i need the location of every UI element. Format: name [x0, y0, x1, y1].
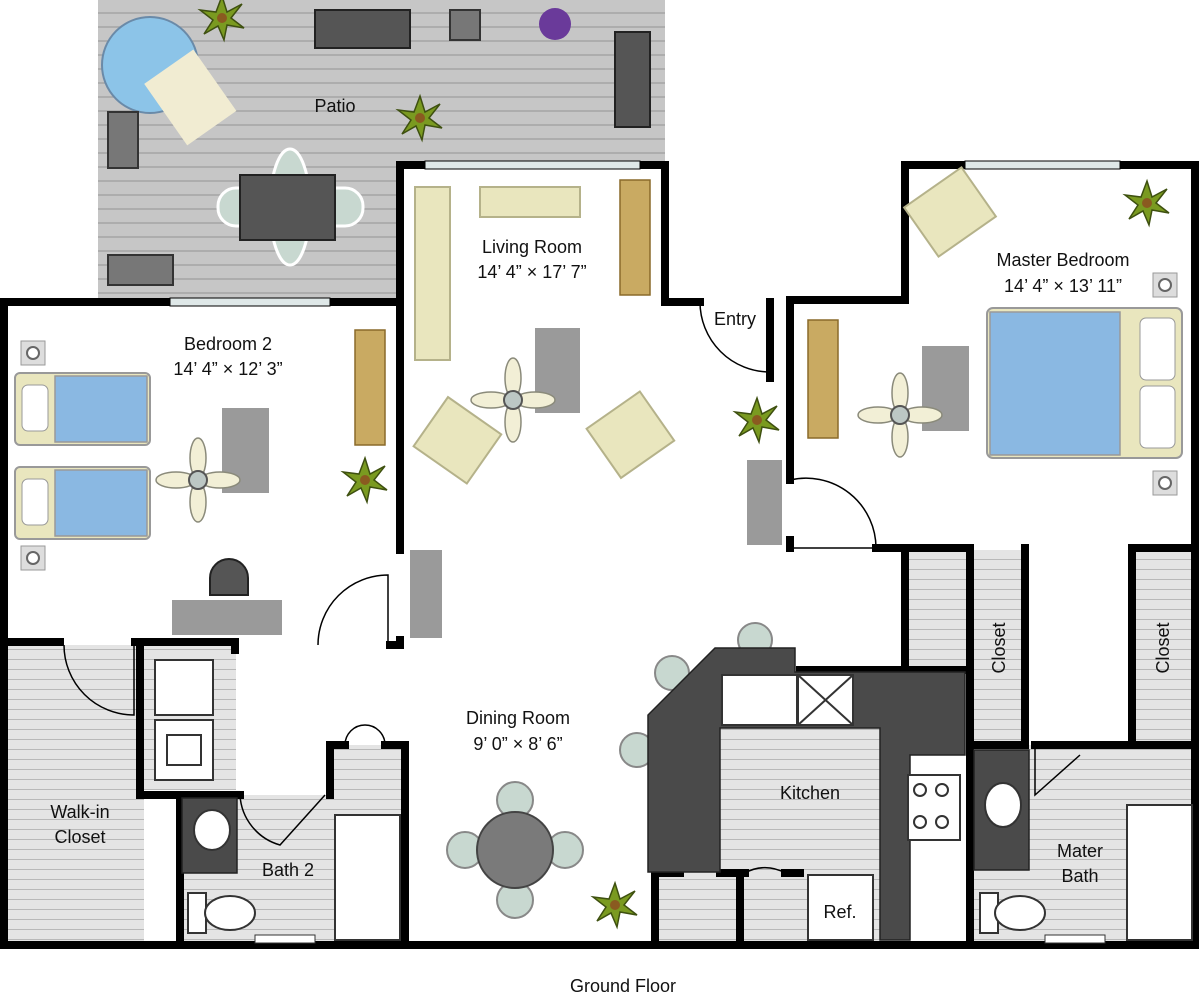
windows — [169, 160, 1121, 307]
bathtub — [334, 814, 401, 941]
lamp-icon — [20, 545, 46, 571]
washer-dryer — [154, 659, 214, 781]
lamp-icon — [1152, 470, 1178, 496]
walls — [0, 161, 1199, 949]
toilet-icon — [204, 895, 256, 931]
living-room-label: Living Room — [482, 237, 582, 257]
closet-label: Closet — [989, 622, 1009, 673]
patio-table — [239, 174, 336, 241]
walkin-closet-label-1: Walk-in — [50, 802, 109, 822]
toilet-icon — [994, 895, 1046, 931]
sofa — [414, 186, 451, 361]
dining-table — [446, 781, 584, 919]
kitchen-label: Kitchen — [780, 783, 840, 803]
living-room-furniture: Living Room 14’ 4” × 17’ 7” Entry — [410, 179, 782, 638]
bedroom-2-size: 14’ 4” × 12’ 3” — [173, 359, 282, 379]
patio: Patio — [98, 0, 665, 302]
tv-console — [354, 329, 386, 446]
flowers-icon — [539, 8, 571, 40]
master-bedroom-label: Master Bedroom — [996, 250, 1129, 270]
master-bedroom-size: 14’ 4” × 13’ 11” — [1004, 276, 1122, 296]
bed — [989, 311, 1121, 456]
refrigerator — [807, 874, 874, 941]
closet-label: Closet — [1153, 622, 1173, 673]
master-bedroom-furniture: Master Bedroom 14’ 4” × 13’ 11” — [807, 165, 1183, 496]
sink-icon — [984, 782, 1022, 828]
entry-label: Entry — [714, 309, 756, 329]
refrigerator-label: Ref. — [823, 902, 856, 922]
desk — [172, 600, 282, 635]
sink-icon — [193, 809, 231, 851]
walkin-closet-label-2: Closet — [54, 827, 105, 847]
bed — [54, 375, 148, 443]
bathtub — [1126, 804, 1193, 941]
patio-label: Patio — [314, 96, 355, 116]
dining-room-label: Dining Room — [466, 708, 570, 728]
master-bath-label-1: Mater — [1057, 841, 1103, 861]
bedroom-2-label: Bedroom 2 — [184, 334, 272, 354]
tv-console — [619, 179, 651, 296]
tv-console — [807, 319, 839, 439]
lamp-icon — [20, 340, 46, 366]
floor-title: Ground Floor — [570, 976, 676, 994]
kitchen-fixtures: Ref. — [619, 622, 966, 941]
sink-icon — [721, 674, 798, 726]
master-bath-label-2: Bath — [1061, 866, 1098, 886]
bath-2-fixtures — [181, 797, 401, 944]
bed — [54, 469, 148, 537]
dining-room-size: 9’ 0” × 8’ 6” — [473, 734, 562, 754]
master-bath-fixtures — [973, 749, 1193, 944]
bedroom-2-furniture: Bedroom 2 14’ 4” × 12’ 3” — [14, 329, 388, 635]
patio-bench — [314, 9, 411, 49]
sofa — [479, 186, 581, 218]
lamp-icon — [1152, 272, 1178, 298]
living-room-size: 14’ 4” × 17’ 7” — [477, 262, 586, 282]
doors[interactable] — [63, 301, 1081, 874]
bath-2-label: Bath 2 — [262, 860, 314, 880]
